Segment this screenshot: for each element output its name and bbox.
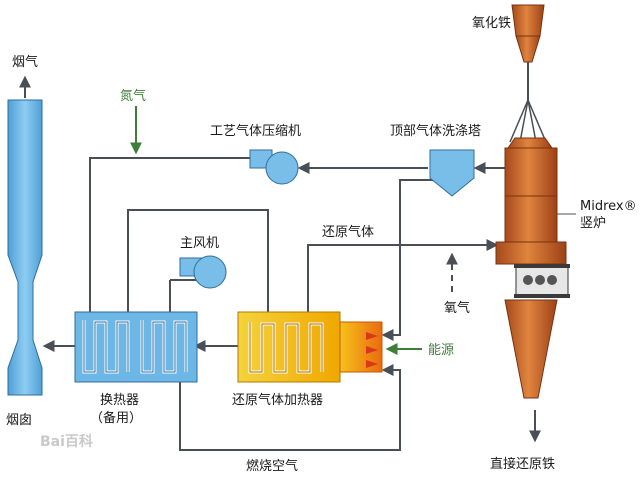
compressor-label: 工艺气体压缩机 <box>210 123 301 139</box>
combustion-air-label: 燃烧空气 <box>246 458 298 474</box>
main-fan <box>179 255 227 289</box>
midrex-shaft-furnace <box>495 4 570 399</box>
chimney <box>7 75 43 396</box>
shaft-furnace-label: 竖炉 <box>580 216 606 231</box>
heat-exchanger-note: （备用） <box>90 410 142 426</box>
oxygen-label: 氧气 <box>444 300 470 316</box>
heater-label: 还原气体加热器 <box>232 392 323 408</box>
midrex-label: Midrex® <box>580 199 637 214</box>
scrubber-label: 顶部气体洗涤塔 <box>390 123 481 139</box>
nitrogen-label: 氮气 <box>120 88 146 104</box>
watermark: Bai百科 <box>40 433 93 450</box>
top-gas-scrubber <box>429 149 475 197</box>
piping <box>42 62 541 451</box>
chimney-gas-label: 烟气 <box>12 54 38 70</box>
iron-oxide-label: 氧化铁 <box>472 16 511 31</box>
main-fan-label: 主风机 <box>180 236 219 251</box>
dri-label: 直接还原铁 <box>490 456 555 472</box>
energy-label: 能源 <box>428 343 454 358</box>
process-gas-compressor <box>249 149 299 185</box>
heat-exchanger <box>74 311 198 383</box>
reducing-gas-heater <box>237 311 383 383</box>
reducing-gas-label: 还原气体 <box>322 224 374 240</box>
chimney-label: 烟囱 <box>6 413 32 428</box>
heat-exchanger-label: 换热器 <box>100 393 139 408</box>
